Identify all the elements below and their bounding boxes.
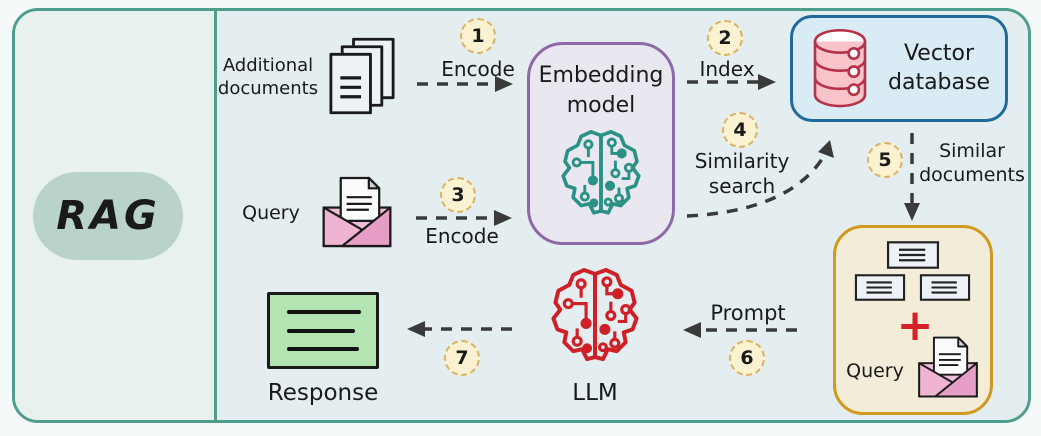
additional-documents-icon [329,32,395,120]
step-number: 4 [733,119,747,141]
plus-sign: + [896,300,934,351]
similarity-search-label: Similarity search [694,149,790,198]
step-number: 5 [878,149,892,171]
step-badge-7: 7 [444,340,480,376]
query-envelope-icon [320,174,394,250]
step-number: 1 [471,25,485,47]
query-top-label: Query [242,202,300,224]
encode-3-label: Encode [425,224,499,248]
step-badge-5: 5 [867,142,903,178]
encode-1-label: Encode [441,57,515,81]
step-badge-2: 2 [707,20,743,56]
step-badge-3: 3 [440,177,476,213]
document-card-icon [885,241,941,269]
response-text-line [287,309,361,314]
query-plus-documents-box: + Query [833,225,993,415]
llm-label: LLM [572,380,618,406]
document-card-icon [917,274,973,301]
step-number: 7 [455,347,469,369]
embedding-model-label: Embedding model [538,63,664,118]
step-number: 3 [451,184,465,206]
response-label: Response [267,380,379,406]
embedding-brain-icon [555,130,647,220]
vector-database-label: Vector database [888,40,990,95]
prompt-label: Prompt [710,301,786,325]
index-2-label: Index [699,57,755,81]
rag-label: RAG [56,193,160,239]
vector-database-box: Vector database [790,15,1008,122]
database-icon [809,27,871,111]
llm-brain-icon [545,268,645,367]
step-badge-4: 4 [722,112,758,148]
step-number: 6 [740,347,754,369]
additional-documents-label: Additional documents [217,55,319,99]
step-number: 2 [718,27,732,49]
document-card-icon [852,274,908,301]
left-panel: RAG [15,11,217,420]
response-box [267,292,379,369]
step-badge-1: 1 [460,18,496,54]
response-text-line [287,347,359,352]
similar-documents-label: Similar documents [919,140,1025,186]
response-text-line [287,328,355,333]
query-bottom-label: Query [846,360,904,382]
step-badge-6: 6 [729,340,765,376]
embedding-model-box: Embedding model [527,42,675,245]
rag-pill: RAG [33,172,183,260]
query-envelope-icon [916,332,980,402]
